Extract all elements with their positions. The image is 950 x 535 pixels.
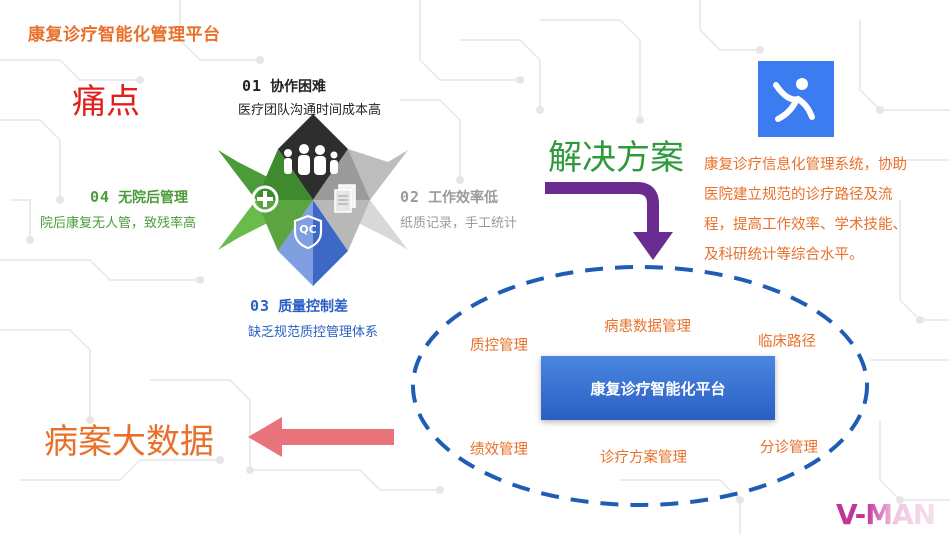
slide-title: 康复诊疗智能化管理平台 (28, 25, 221, 45)
module-treatment-plan: 诊疗方案管理 (600, 450, 687, 466)
module-patient-data: 病患数据管理 (604, 319, 691, 335)
document-icon (334, 184, 356, 213)
pain-point-02-label: 工作效率低 (428, 190, 499, 206)
pain-point-02-number: 02 (400, 188, 421, 206)
pain-point-01-number: 01 (242, 77, 263, 95)
vman-text: V-MAN (836, 498, 936, 531)
module-clinical-pathway: 临床路径 (758, 334, 816, 350)
pain-point-03-number: 03 (250, 297, 271, 315)
pain-point-01-desc: 医疗团队沟通时间成本高 (238, 103, 382, 118)
module-performance: 绩效管理 (470, 442, 528, 458)
plus-icon (251, 185, 279, 213)
app-logo-icon (758, 61, 834, 137)
pain-point-04-desc: 院后康复无人管，致残率高 (40, 216, 197, 231)
solution-description: 康复诊疗信息化管理系统，协助医院建立规范的诊疗路径及流程，提高工作效率、学术技能… (704, 157, 907, 263)
platform-center-label: 康复诊疗智能化平台 (590, 379, 726, 398)
case-big-data-heading: 病案大数据 (44, 422, 214, 462)
pain-point-04-number: 04 (90, 188, 111, 206)
module-triage: 分诊管理 (760, 440, 818, 456)
pain-point-04-title: 04 无院后管理 (90, 187, 188, 207)
module-quality-control: 质控管理 (470, 338, 528, 354)
pain-point-03-label: 质量控制差 (278, 299, 349, 315)
pain-points-heading: 痛点 (72, 82, 140, 122)
arrow-left-icon (248, 417, 394, 457)
people-icon (284, 144, 338, 175)
qc-shield-icon (293, 214, 323, 250)
qc-label: QC (299, 223, 317, 236)
solution-heading: 解决方案 (548, 138, 684, 178)
pain-point-03-title: 03 质量控制差 (250, 296, 348, 316)
pain-point-02-title: 02 工作效率低 (400, 187, 498, 207)
pain-point-04-label: 无院后管理 (118, 190, 189, 206)
person-figure-icon (773, 78, 815, 122)
arrow-right-down-icon (545, 182, 673, 260)
pain-point-02-desc: 纸质记录，手工统计 (400, 216, 518, 231)
pain-point-01-label: 协作困难 (270, 79, 327, 95)
platform-dashed-ellipse (411, 265, 869, 507)
pain-point-star (218, 114, 408, 286)
vman-watermark: V-MAN (836, 498, 936, 531)
pain-point-01-title: 01 协作困难 (242, 76, 326, 96)
pain-point-03-desc: 缺乏规范质控管理体系 (248, 325, 379, 340)
platform-center-box: 康复诊疗智能化平台 (541, 356, 775, 420)
